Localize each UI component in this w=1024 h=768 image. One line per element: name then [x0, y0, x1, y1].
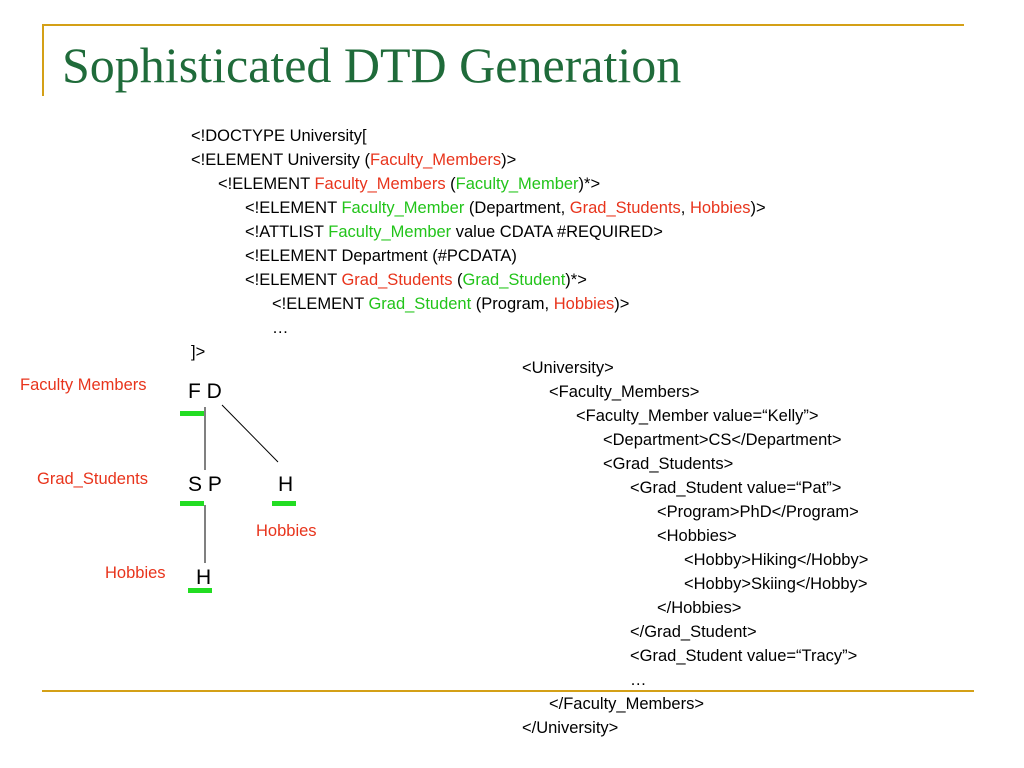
dtd-red-token: Faculty_Members: [314, 175, 446, 193]
dtd-text: (: [445, 175, 456, 193]
xml-line: …: [630, 671, 647, 689]
xml-line: </Hobbies>: [657, 599, 742, 617]
left-rule: [42, 24, 44, 96]
dtd-green-token: Grad_Student: [462, 271, 566, 289]
dtd-text: <!ELEMENT: [272, 295, 369, 313]
node-h-bottom: H: [196, 566, 212, 589]
dtd-text: <!ELEMENT: [245, 271, 342, 289]
green-marker-h-bottom: [188, 588, 212, 593]
green-marker-h-right: [272, 501, 296, 506]
node-sp: S P: [188, 473, 222, 496]
xml-line: <Faculty_Member value=“Kelly”>: [576, 407, 819, 425]
dtd-text: <!ELEMENT University (: [191, 151, 370, 169]
xml-line: <University>: [522, 359, 614, 377]
dtd-red-token: Hobbies: [553, 295, 615, 313]
dtd-red-token: Faculty_Members: [369, 151, 502, 169]
dtd-red-token: Hobbies: [689, 199, 751, 217]
slide-title: Sophisticated DTD Generation: [62, 37, 682, 93]
dtd-text: <!ATTLIST: [245, 223, 329, 241]
xml-line: <Hobby>Skiing</Hobby>: [684, 575, 868, 593]
dtd-text: )*>: [565, 271, 587, 289]
dtd-text: )>: [614, 295, 630, 313]
top-rule: [42, 24, 964, 26]
dtd-text: (Program,: [471, 295, 554, 313]
dtd-green-token: Faculty_Member: [328, 223, 452, 241]
dtd-text: ]>: [191, 343, 206, 361]
dtd-line: ]>: [191, 340, 766, 364]
dtd-green-token: Grad_Student: [368, 295, 472, 313]
dtd-text: <!ELEMENT: [218, 175, 315, 193]
dtd-text: <!DOCTYPE University[: [191, 127, 367, 145]
xml-line: </University>: [522, 719, 619, 737]
xml-code-block: <University> <Faculty_Members> <Faculty_Me…: [522, 356, 868, 740]
dtd-text: )*>: [578, 175, 601, 193]
xml-line: <Department>CS</Department>: [603, 431, 842, 449]
dtd-red-token: Grad_Students: [341, 271, 453, 289]
dtd-green-token: Faculty_Member: [455, 175, 579, 193]
xml-line: <Faculty_Members>: [549, 383, 700, 401]
xml-line: <Grad_Student value=“Tracy”>: [630, 647, 858, 665]
dtd-red-token: Grad_Students: [569, 199, 681, 217]
xml-line: <Grad_Student value=“Pat”>: [630, 479, 842, 497]
dtd-code-block: <!DOCTYPE University[ <!ELEMENT Universit…: [191, 124, 766, 364]
xml-line: <Hobby>Hiking</Hobby>: [684, 551, 869, 569]
dtd-text: (Department,: [464, 199, 570, 217]
dtd-line: <!ELEMENT Faculty_Member (Department, Gr…: [191, 196, 766, 220]
node-h-right: H: [278, 473, 294, 496]
dtd-line: <!ELEMENT University (Faculty_Members)>: [191, 148, 766, 172]
dtd-text: )>: [501, 151, 517, 169]
node-fd: F D: [188, 380, 222, 403]
dtd-text: <!ELEMENT Department (#PCDATA): [245, 247, 517, 265]
bottom-rule: [42, 690, 974, 692]
dtd-text: )>: [750, 199, 766, 217]
dtd-line: <!ELEMENT Department (#PCDATA): [191, 244, 766, 268]
dtd-text: <!ELEMENT: [245, 199, 342, 217]
xml-line: </Grad_Student>: [630, 623, 757, 641]
edge-d-to-h: [221, 404, 279, 463]
label-faculty-members: Faculty Members: [20, 376, 147, 394]
dtd-line: <!DOCTYPE University[: [191, 124, 766, 148]
dtd-line: <!ATTLIST Faculty_Member value CDATA #RE…: [191, 220, 766, 244]
xml-line: <Program>PhD</Program>: [657, 503, 859, 521]
xml-line: <Hobbies>: [657, 527, 737, 545]
xml-line: </Faculty_Members>: [549, 695, 704, 713]
label-hobbies-left: Hobbies: [105, 564, 166, 582]
xml-line: <Grad_Students>: [603, 455, 734, 473]
dtd-green-token: Faculty_Member: [341, 199, 465, 217]
label-grad-students: Grad_Students: [37, 470, 148, 488]
dtd-line: <!ELEMENT Grad_Students (Grad_Student)*>: [191, 268, 766, 292]
dtd-line: <!ELEMENT Faculty_Members (Faculty_Membe…: [191, 172, 766, 196]
dtd-line: <!ELEMENT Grad_Student (Program, Hobbies…: [191, 292, 766, 316]
green-marker-fd: [180, 411, 204, 416]
dtd-text: …: [272, 319, 289, 337]
dtd-text: value CDATA #REQUIRED>: [451, 223, 663, 241]
dtd-text: ,: [680, 199, 690, 217]
dtd-text: (: [452, 271, 463, 289]
dtd-line: …: [191, 316, 766, 340]
green-marker-sp: [180, 501, 204, 506]
label-hobbies-right: Hobbies: [256, 522, 317, 540]
